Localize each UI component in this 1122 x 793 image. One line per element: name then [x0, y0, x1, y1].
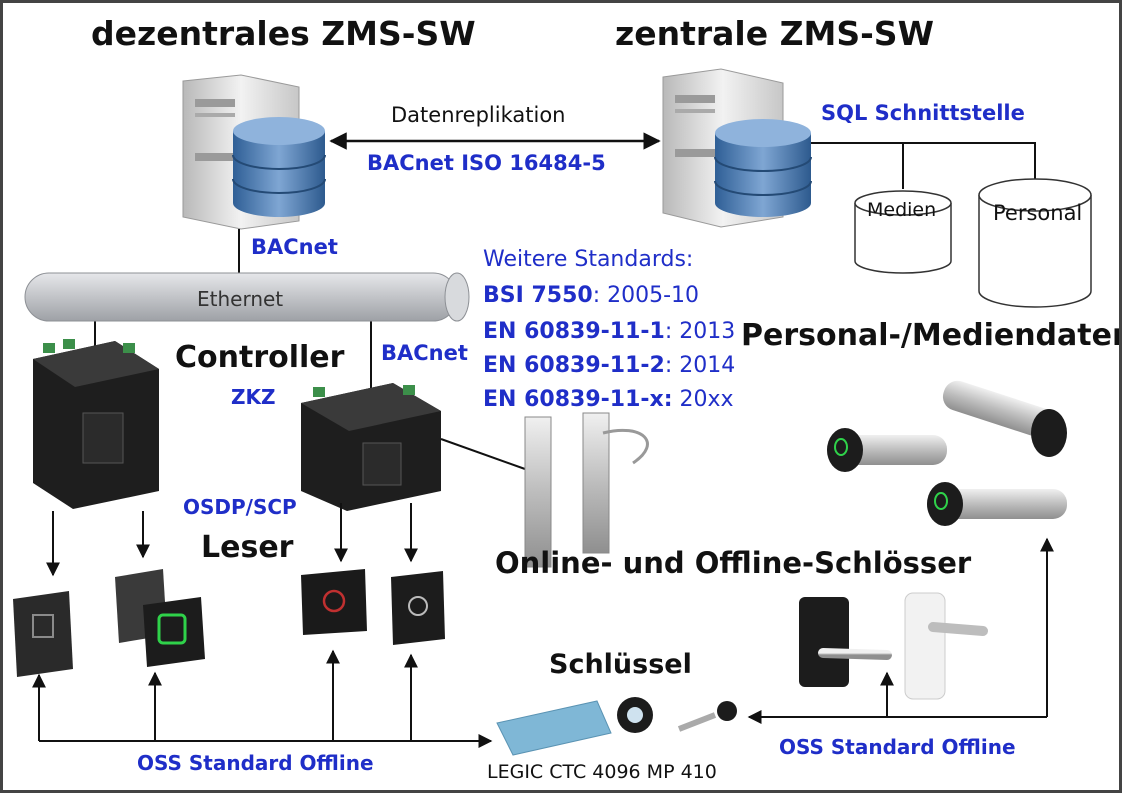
database-right-icon — [714, 119, 812, 217]
label-oss-left: OSS Standard Offline — [137, 751, 374, 775]
label-bacnet-right: BACnet — [381, 341, 468, 365]
standard-item-1: BSI 7550: 2005-10 — [483, 283, 700, 308]
title-personal-medien: Personal-/Mediendaten — [741, 318, 1122, 353]
label-osdp: OSDP/SCP — [183, 495, 297, 519]
label-zkz: ZKZ — [231, 385, 276, 409]
controller-left-icon — [33, 339, 159, 509]
label-medien: Medien — [867, 199, 937, 221]
ethernet-pipe-icon — [24, 272, 470, 322]
label-personal: Personal — [993, 201, 1083, 225]
standard-item-4: EN 60839-11-x: 20xx — [483, 387, 734, 412]
personal-cylinder-icon — [978, 178, 1092, 308]
label-bacnet-iso: BACnet ISO 16484-5 — [367, 151, 606, 175]
key-fob-icon — [617, 697, 653, 733]
label-legic: LEGIC CTC 4096 MP 410 — [487, 761, 717, 783]
label-datenreplikation: Datenreplikation — [391, 103, 566, 127]
database-left-icon — [232, 117, 326, 217]
key-icon — [677, 701, 737, 732]
standards-heading: Weitere Standards: — [483, 247, 694, 272]
reader-2-icon — [115, 569, 205, 667]
cylinder-locks-icon — [827, 380, 1067, 526]
reader-4-icon — [391, 571, 445, 645]
title-zentral: zentrale ZMS-SW — [615, 14, 934, 53]
title-leser: Leser — [201, 530, 294, 565]
title-dezentral: dezentrales ZMS-SW — [91, 14, 476, 53]
reader-3-icon — [301, 569, 367, 635]
medien-cylinder-icon — [854, 190, 952, 274]
reader-1-icon — [13, 591, 73, 677]
key-card-icon — [496, 700, 612, 756]
title-schluessel: Schlüssel — [549, 649, 692, 680]
controller-right-icon — [301, 383, 441, 511]
sql-connector — [811, 142, 1036, 181]
label-oss-right: OSS Standard Offline — [779, 735, 1016, 759]
title-controller: Controller — [175, 340, 345, 375]
standard-item-3: EN 60839-11-2: 2014 — [483, 353, 736, 378]
standard-item-2: EN 60839-11-1: 2013 — [483, 319, 736, 344]
label-bacnet-left: BACnet — [251, 235, 338, 259]
mortise-lock-icon — [524, 412, 649, 568]
diagram-graphics — [13, 68, 1092, 756]
title-schloesser: Online- und Offline-Schlösser — [495, 546, 972, 580]
electronic-handle-icon — [799, 592, 988, 700]
label-sql: SQL Schnittstelle — [821, 101, 1025, 125]
label-ethernet: Ethernet — [197, 287, 284, 311]
